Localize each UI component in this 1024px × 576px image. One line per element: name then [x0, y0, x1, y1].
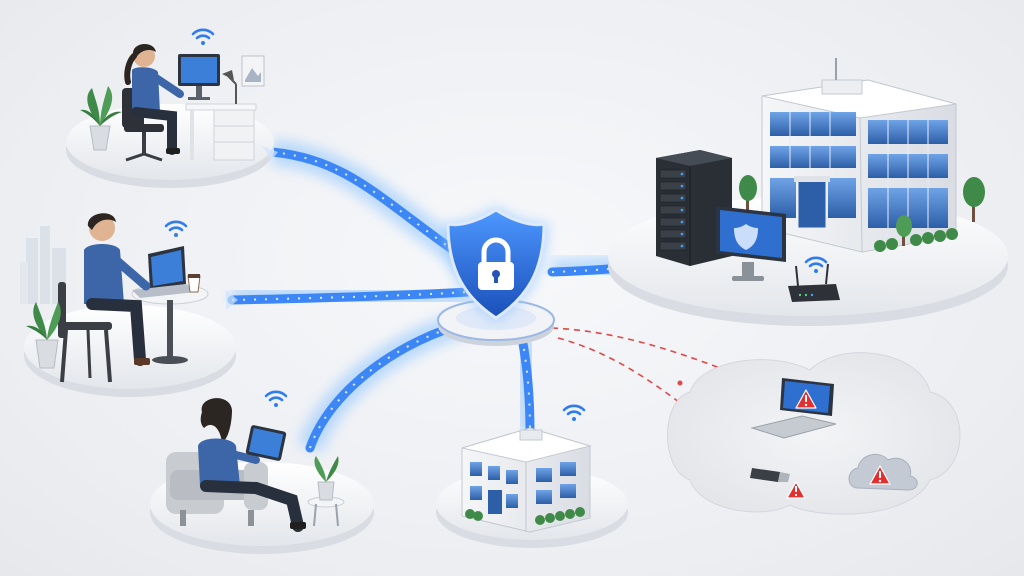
- warning-icon: [795, 389, 817, 409]
- node-cafe: [20, 213, 238, 383]
- wifi-icon: [191, 28, 215, 45]
- node-mobile-tablet: [166, 390, 345, 532]
- potted-plant: [314, 456, 339, 501]
- potted-plant: [26, 302, 61, 369]
- hedge: [465, 507, 585, 525]
- trees: [739, 175, 985, 246]
- cafe-chair: [58, 282, 112, 383]
- threat-compromised-laptop: [750, 378, 837, 439]
- person-home-office: [124, 43, 184, 155]
- wifi-icon: [804, 256, 828, 273]
- monitor-icon: [716, 206, 786, 281]
- threat-unauthorized-usb: [750, 468, 806, 499]
- server-rack-icon: [656, 150, 732, 266]
- node-branch-office: [461, 404, 592, 533]
- link-tablet: [297, 309, 475, 453]
- coffee-cup-icon: [187, 274, 201, 293]
- wifi-icon: [562, 404, 586, 421]
- hedge: [874, 228, 958, 252]
- headquarters-building: [761, 58, 957, 253]
- shield-lock-icon: [444, 206, 548, 322]
- node-home-office: [80, 28, 278, 162]
- potted-plant: [80, 86, 122, 151]
- link-branch-office: [509, 333, 543, 437]
- threat-untrusted-cloud: [848, 453, 918, 491]
- person-cafe: [84, 213, 151, 366]
- warning-icon: [786, 481, 806, 499]
- desk-lamp-icon: [222, 70, 237, 104]
- router-icon: [788, 263, 840, 302]
- wall-picture: [241, 55, 265, 87]
- node-headquarters: [656, 58, 985, 302]
- threat-link-usb: [557, 337, 781, 485]
- laptop-icon: [132, 246, 196, 298]
- tablet-icon: [245, 425, 287, 461]
- desktop-computer-icon: [178, 54, 220, 100]
- desk: [185, 103, 257, 161]
- warning-icon: [869, 465, 891, 485]
- link-cafe: [227, 279, 473, 313]
- building-icon: [461, 427, 592, 533]
- person-tablet: [198, 398, 306, 532]
- link-home-office: [267, 139, 478, 273]
- threat-link-laptop: [551, 327, 801, 401]
- central-security-hub: [437, 206, 555, 346]
- wifi-icon: [264, 390, 288, 407]
- untrusted-zone: [667, 352, 961, 515]
- wifi-icon: [164, 220, 188, 237]
